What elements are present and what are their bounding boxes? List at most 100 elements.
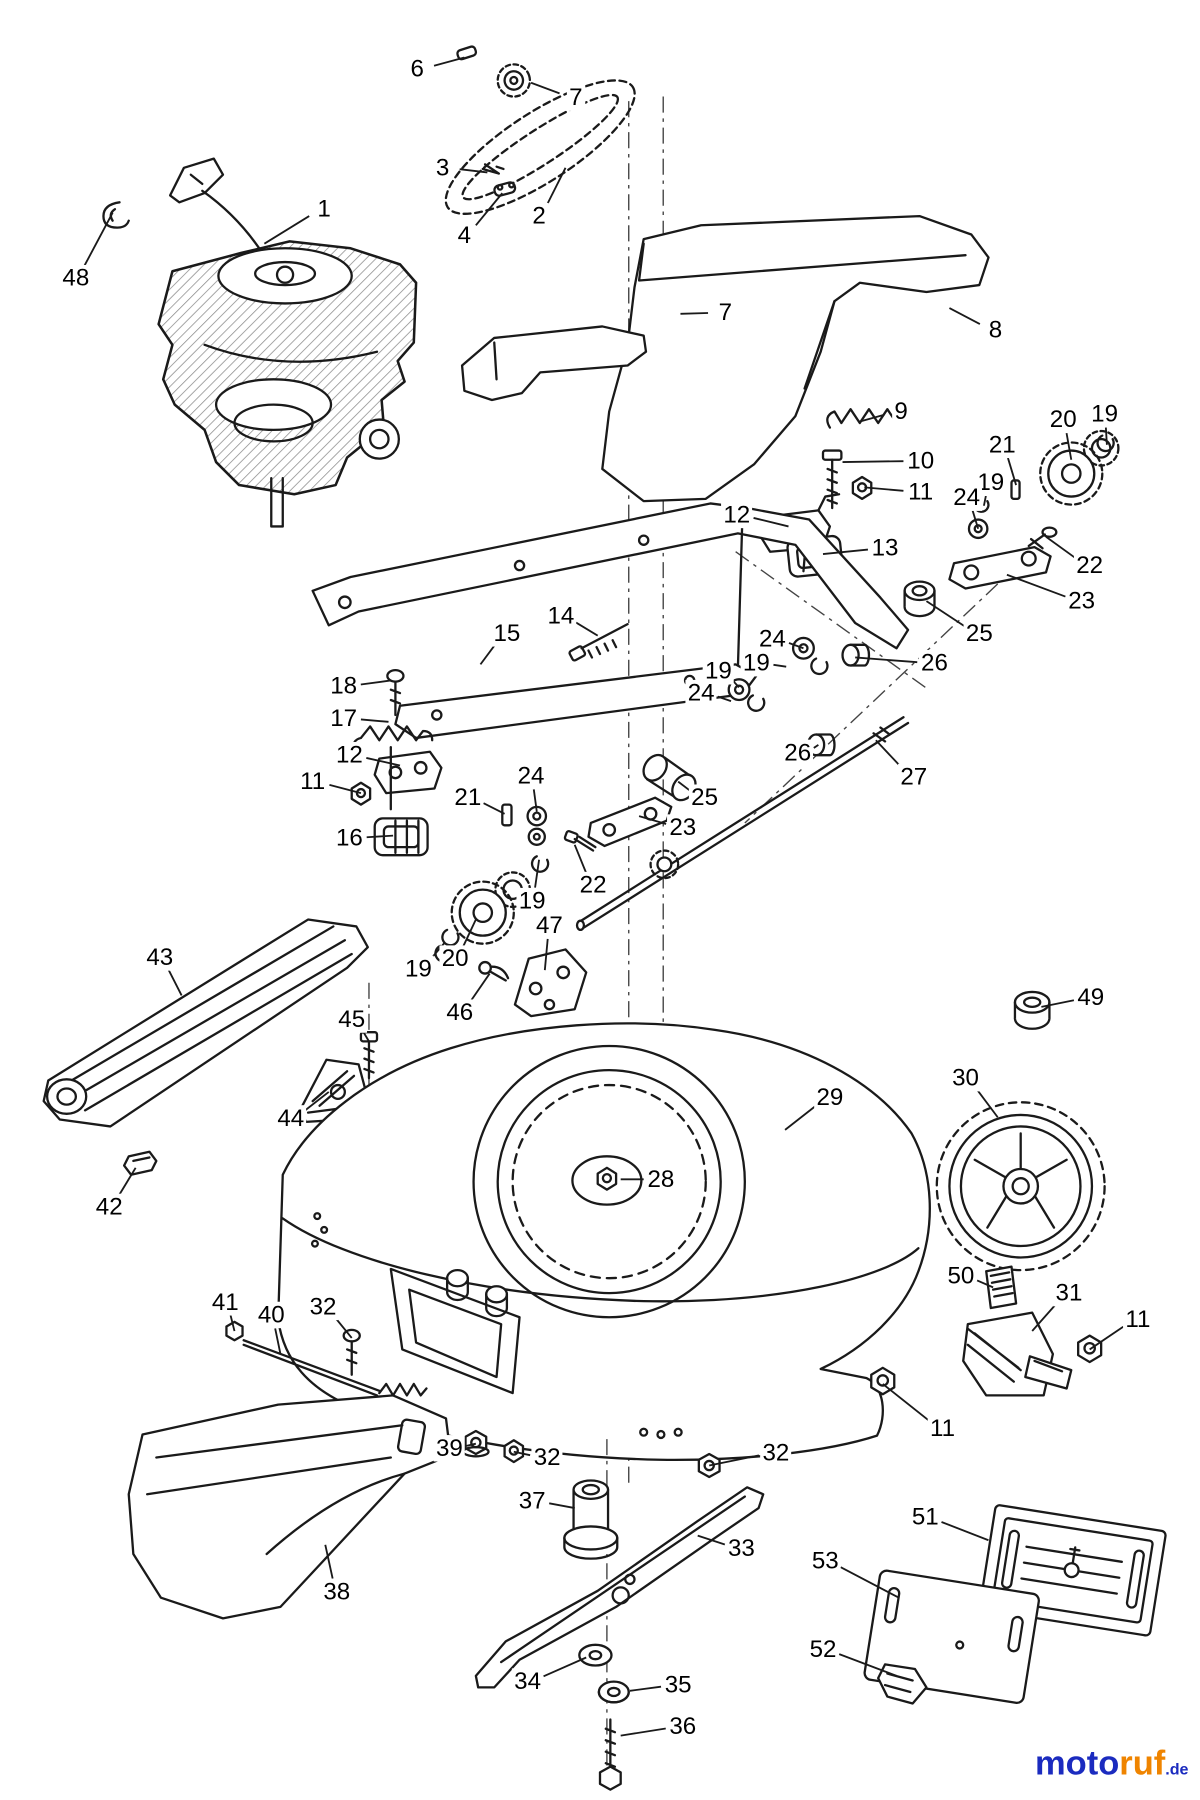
part-callout-38: 38: [321, 1578, 353, 1606]
part-callout-36: 36: [667, 1713, 699, 1740]
plate-23b: [587, 796, 673, 848]
part-callout-32: 32: [531, 1444, 563, 1471]
part-callout-25: 25: [688, 784, 721, 811]
part-callout-8: 8: [986, 316, 1005, 344]
part-callout-12: 12: [333, 741, 366, 769]
brake-pad-50: [985, 1265, 1018, 1310]
part-callout-10: 10: [904, 447, 937, 475]
part-callout-35: 35: [662, 1671, 694, 1699]
washer-35: [597, 1680, 630, 1704]
part-callout-24: 24: [685, 679, 717, 707]
part-callout-19: 19: [1088, 400, 1121, 428]
sprocket-7: [496, 63, 532, 98]
part-callout-46: 46: [444, 999, 476, 1026]
bracket-47: [513, 948, 588, 1018]
part-callout-3: 3: [433, 154, 452, 182]
pin-6: [456, 45, 478, 61]
part-callout-13: 13: [869, 535, 901, 562]
part-callout-19: 19: [740, 650, 773, 677]
part-callout-26: 26: [918, 650, 951, 677]
part-callout-17: 17: [327, 705, 360, 732]
part-callout-32: 32: [307, 1293, 339, 1321]
part-callout-25: 25: [963, 620, 996, 647]
part-callout-40: 40: [255, 1301, 287, 1329]
flange-nut-39: [462, 1429, 490, 1458]
drive-shaft-27: [575, 716, 910, 932]
part-callout-53: 53: [809, 1547, 842, 1575]
brand-logo: motoruf.de: [1035, 1745, 1189, 1784]
part-callout-11: 11: [1123, 1306, 1153, 1333]
part-callout-16: 16: [333, 824, 366, 852]
part-callout-19: 19: [402, 955, 435, 983]
bushing-26a: [841, 643, 871, 667]
blade-adapter-37: [563, 1479, 619, 1560]
part-callout-22: 22: [577, 871, 609, 899]
logo-ruf: ruf: [1119, 1744, 1166, 1783]
part-callout-31: 31: [1053, 1279, 1085, 1307]
bolt-22b: [563, 829, 597, 852]
part-callout-26: 26: [781, 739, 814, 767]
part-callout-32: 32: [760, 1439, 792, 1467]
logo-domain: .de: [1165, 1759, 1189, 1779]
part-callout-11: 11: [927, 1415, 958, 1442]
logo-moto: moto: [1034, 1744, 1120, 1783]
part-callout-15: 15: [491, 620, 523, 647]
part-callout-18: 18: [327, 672, 360, 700]
part-callout-49: 49: [1075, 984, 1107, 1011]
blade-33: [474, 1486, 765, 1689]
blade-bolt-36: [598, 1718, 622, 1791]
part-callout-21: 21: [986, 431, 1019, 459]
washers-24-19-left: [526, 805, 550, 873]
part-callout-30: 30: [949, 1064, 982, 1092]
part-callout-4: 4: [455, 222, 474, 249]
part-callout-37: 37: [516, 1487, 548, 1515]
part-callout-12: 12: [721, 501, 753, 529]
adjuster-arm-23a: [948, 545, 1052, 590]
part-callout-20: 20: [1047, 406, 1079, 433]
part-callout-24: 24: [515, 762, 547, 790]
part-callout-50: 50: [945, 1262, 977, 1290]
engine-assembly: [102, 157, 418, 528]
mower-deck-29: [277, 1022, 931, 1462]
part-callout-7: 7: [566, 84, 585, 111]
center-bolt-28: [596, 1166, 618, 1191]
part-callout-23: 23: [667, 814, 699, 841]
part-callout-11: 11: [905, 478, 936, 506]
part-callout-22: 22: [1073, 552, 1106, 579]
part-callout-7: 7: [716, 299, 735, 326]
wheel-gear-30: [935, 1101, 1106, 1272]
washer-34: [578, 1643, 613, 1667]
bushing-49: [1013, 990, 1051, 1030]
part-callout-34: 34: [511, 1668, 544, 1695]
part-callout-43: 43: [144, 944, 176, 971]
part-callout-29: 29: [814, 1084, 846, 1111]
part-callout-24: 24: [950, 484, 983, 511]
e-ring-19a: [1096, 434, 1115, 453]
part-callout-28: 28: [645, 1166, 677, 1193]
bolt-18: [386, 668, 405, 717]
part-callout-27: 27: [898, 763, 930, 791]
master-link-4: [493, 181, 517, 197]
part-callout-23: 23: [1065, 587, 1098, 615]
bolt-10: [821, 449, 843, 510]
part-callout-44: 44: [275, 1105, 307, 1132]
discharge-chute-38: [127, 1394, 452, 1620]
part-callout-45: 45: [336, 1006, 368, 1033]
part-callout-47: 47: [533, 912, 566, 939]
part-callout-24: 24: [756, 625, 789, 653]
e-ring-19c: [441, 928, 460, 947]
part-callout-42: 42: [93, 1193, 125, 1221]
part-callout-6: 6: [408, 55, 427, 83]
part-callout-39: 39: [433, 1435, 466, 1462]
top-cover-8: [460, 214, 990, 503]
part-callout-51: 51: [909, 1504, 942, 1531]
part-callout-14: 14: [545, 602, 577, 630]
part-callout-19: 19: [516, 887, 548, 915]
part-callout-1: 1: [315, 195, 334, 223]
part-callout-9: 9: [892, 398, 911, 425]
chain-drive: [444, 45, 636, 215]
part-callout-11: 11: [297, 768, 328, 795]
